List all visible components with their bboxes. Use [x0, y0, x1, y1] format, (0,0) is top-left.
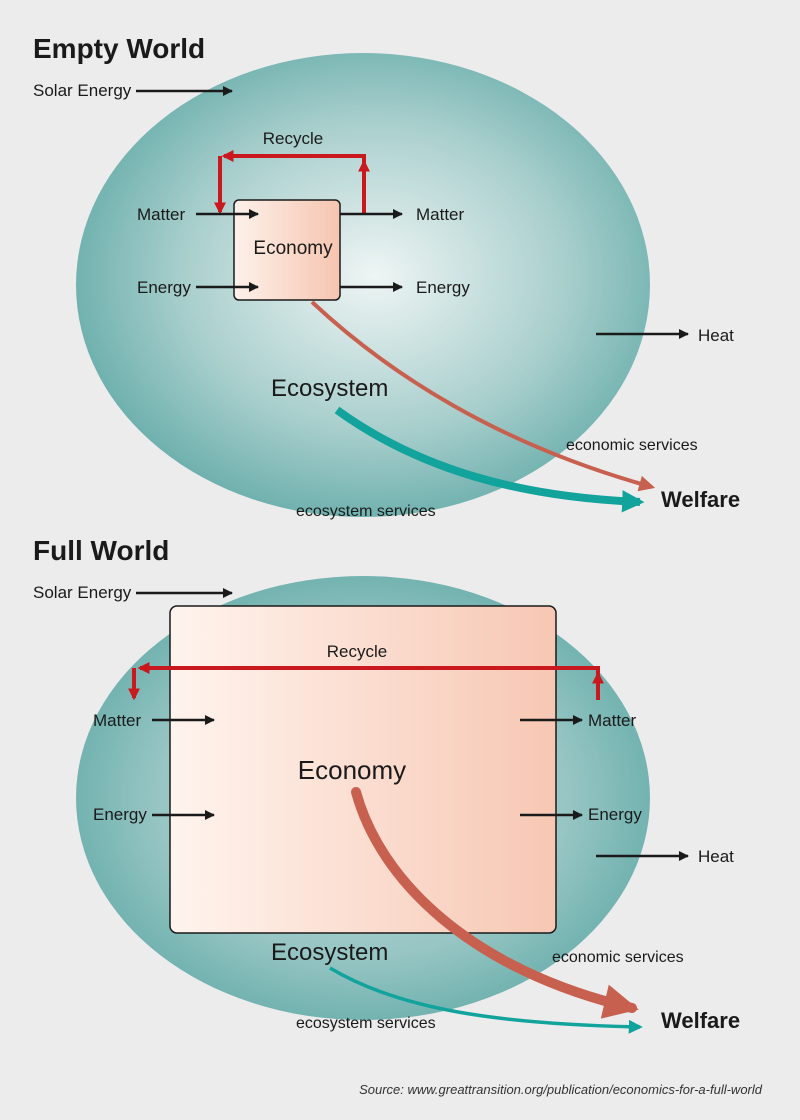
full-world-energy-in-label: Energy	[93, 805, 147, 824]
empty-world-energy-out-label: Energy	[416, 278, 470, 297]
empty-world-recycle-label: Recycle	[263, 129, 323, 148]
full-world-economy-box	[169, 605, 557, 934]
full-world-economy-label: Economy	[298, 755, 406, 785]
empty-world-ecosystem-label: Ecosystem	[271, 375, 388, 402]
full-world-solar-label: Solar Energy	[33, 583, 132, 602]
full-world-panel: Full World Solar Energy Economy Recycle …	[33, 535, 740, 1034]
full-world-heat-label: Heat	[698, 847, 734, 866]
empty-world-matter-in-label: Matter	[137, 205, 186, 224]
full-world-economic-services-arrow	[351, 787, 639, 1019]
empty-world-ecosystem-services-label: ecosystem services	[296, 503, 436, 520]
full-world-matter-out-label: Matter	[588, 711, 637, 730]
full-world-matter-in-label: Matter	[93, 711, 142, 730]
empty-world-ecosystem-services-arrow	[334, 406, 645, 513]
empty-world-solar-label: Solar Energy	[33, 81, 132, 100]
source-citation: Source: www.greattransition.org/publicat…	[359, 1082, 763, 1097]
empty-world-energy-in-label: Energy	[137, 278, 191, 297]
full-world-ecosystem-label: Ecosystem	[271, 939, 388, 966]
full-world-welfare-label: Welfare	[661, 1008, 740, 1033]
empty-world-welfare-label: Welfare	[661, 487, 740, 512]
full-world-energy-out-label: Energy	[588, 805, 642, 824]
full-world-recycle-label: Recycle	[327, 642, 387, 661]
empty-world-economic-services-arrow	[310, 300, 656, 492]
full-world-title: Full World	[33, 535, 169, 566]
empty-world-economic-services-label: economic services	[566, 437, 698, 454]
empty-world-economy-label: Economy	[253, 238, 333, 259]
empty-world-panel: Empty World Solar Energy Recycle Economy…	[33, 33, 740, 520]
empty-world-heat-label: Heat	[698, 326, 734, 345]
full-world-ecosystem-services-arrow	[329, 966, 643, 1034]
empty-world-matter-out-label: Matter	[416, 205, 465, 224]
empty-world-title: Empty World	[33, 33, 205, 64]
empty-world-economy-box	[233, 199, 341, 301]
full-world-ecosystem-services-label: ecosystem services	[296, 1015, 436, 1032]
full-world-economic-services-label: economic services	[552, 949, 684, 966]
